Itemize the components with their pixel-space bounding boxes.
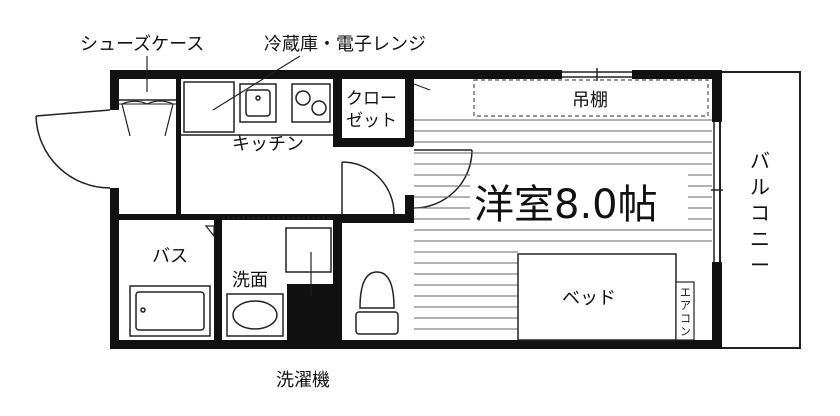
label-western-room: 洋室8.0帖 xyxy=(474,182,658,228)
svg-text:ニ: ニ xyxy=(750,227,770,251)
label-balcony: バ ル コ ニ ー xyxy=(750,149,770,277)
svg-text:ル: ル xyxy=(750,175,770,199)
label-shoe-case: シューズケース xyxy=(80,34,204,55)
label-closet-2: ゼット xyxy=(346,111,397,131)
room-label-backdrop xyxy=(470,174,688,226)
svg-text:ア: ア xyxy=(680,299,691,312)
washer-space xyxy=(222,217,333,273)
label-fridge-range: 冷蔵庫・電子レンジ xyxy=(264,34,426,55)
label-aircon: エ ア コ ン xyxy=(680,286,691,338)
svg-text:エ: エ xyxy=(680,286,691,299)
label-bath: バス xyxy=(152,246,188,267)
closet-door xyxy=(413,83,431,91)
label-washroom: 洗面 xyxy=(232,270,268,291)
entrance-door xyxy=(35,109,111,189)
washbasin-icon xyxy=(226,293,284,337)
bath-door-mark xyxy=(204,225,215,238)
shoe-case-doors xyxy=(121,100,174,137)
stove-icon xyxy=(291,83,331,123)
aircon-unit xyxy=(675,281,695,341)
toilet-door xyxy=(341,161,395,215)
interior-walls xyxy=(119,76,414,344)
label-bed: ベッド xyxy=(562,288,616,309)
svg-text:コ: コ xyxy=(680,312,691,325)
toilet-icon xyxy=(355,271,399,335)
label-hanging-shelf: 吊棚 xyxy=(572,90,608,111)
label-closet-1: クロー xyxy=(346,89,397,109)
svg-text:ン: ン xyxy=(680,325,691,338)
svg-text:コ: コ xyxy=(750,201,770,225)
window-top xyxy=(562,68,632,81)
fridge-range-box xyxy=(183,81,235,133)
label-kitchen: キッチン xyxy=(232,134,304,155)
leader-lines xyxy=(146,55,301,111)
bathtub-icon xyxy=(129,285,211,337)
svg-text:ー: ー xyxy=(750,253,770,277)
label-washer: 洗濯機 xyxy=(276,370,330,391)
hanging-shelf-area xyxy=(473,79,709,117)
svg-text:バ: バ xyxy=(750,149,770,173)
window-right xyxy=(711,122,723,262)
outer-walls xyxy=(110,70,722,349)
room-door xyxy=(413,149,473,209)
sink-icon xyxy=(239,83,277,123)
